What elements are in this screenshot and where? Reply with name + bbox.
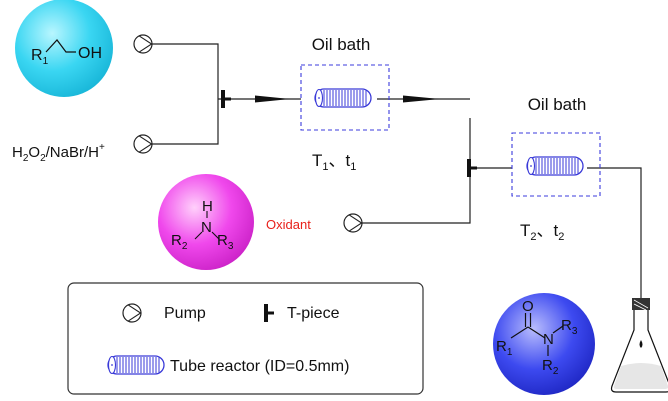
collection-flask-icon [610, 298, 668, 393]
legend-tube-label: Tube reactor (ID=0.5mm) [170, 358, 349, 375]
oil-bath-2-box [511, 132, 601, 197]
svg-text:R2: R2 [542, 357, 559, 377]
svg-text:R1: R1 [31, 47, 49, 67]
legend-pump-label: Pump [164, 305, 206, 322]
flow-arrow-1 [255, 95, 290, 103]
pump-icon-alcohol [133, 34, 153, 54]
legend-t-piece-label: T-piece [287, 305, 340, 322]
t-piece-2-icon [467, 159, 477, 177]
svg-text:N: N [543, 331, 554, 348]
amide-product: O N R1 R3 R2 [493, 293, 595, 395]
pump-icon-h2o2 [133, 134, 153, 154]
flow-arrow-2 [403, 95, 440, 103]
svg-text:R3: R3 [561, 317, 578, 337]
oxidant-label: Oxidant [266, 217, 311, 232]
oil-bath-1-label: Oil bath [312, 35, 371, 54]
oil-bath-1-box [300, 64, 390, 131]
svg-text:O: O [522, 298, 534, 315]
legend-t-piece-icon [264, 304, 274, 322]
tube-reactor-2-icon [526, 156, 584, 176]
alcohol-reagent: R1 OH [15, 0, 113, 97]
svg-text:R2: R2 [171, 232, 188, 252]
svg-text:N: N [201, 219, 212, 236]
svg-text:H: H [202, 198, 213, 215]
svg-text:R3: R3 [217, 232, 234, 252]
svg-text:R1: R1 [496, 338, 513, 358]
tube-reactor-1-icon [314, 88, 372, 108]
legend-tube-reactor-icon [107, 355, 165, 375]
stage1-conditions: T1、t1 [312, 151, 356, 173]
svg-text:OH: OH [78, 45, 102, 62]
legend: Pump T-piece Tube reactor (ID=0.5mm) [67, 282, 424, 395]
pump-icon-oxidant [343, 213, 363, 233]
oil-bath-2-label: Oil bath [528, 95, 587, 114]
t-piece-1-icon [221, 90, 231, 108]
amine-reagent: H N R2 R3 [158, 174, 254, 270]
legend-pump-icon [122, 303, 142, 323]
stage2-conditions: T2、t2 [520, 221, 564, 243]
flow-lines [152, 43, 642, 298]
h2o2-nabr-label: H2O2/NaBr/H+ [12, 142, 105, 164]
